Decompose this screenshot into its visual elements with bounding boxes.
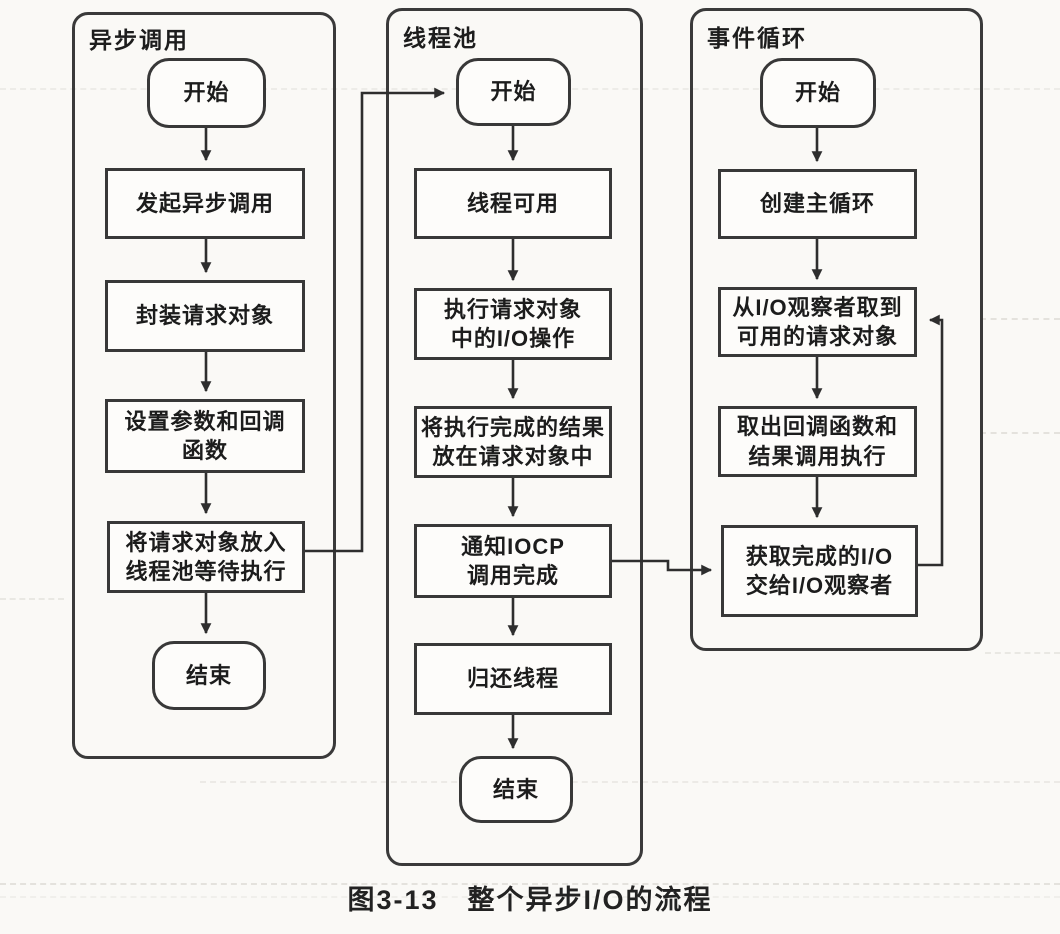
figure-caption: 图3-13 整个异步I/O的流程 [347,885,713,915]
node-invoke-callback: 取出回调函数和 结果调用执行 [718,406,917,477]
group-title: 事件循环 [707,25,807,51]
node-start-threadpool: 开始 [456,58,571,126]
node-initiate-async-call: 发起异步调用 [105,168,305,239]
scan-artifact-line [0,883,1060,885]
scan-artifact-line [985,652,1060,654]
node-get-request-from-observer: 从I/O观察者取到 可用的请求对象 [718,287,917,357]
node-wrap-request-object: 封装请求对象 [105,280,305,352]
node-thread-available: 线程可用 [414,168,612,239]
node-notify-iocp: 通知IOCP 调用完成 [414,524,612,598]
node-end-threadpool: 结束 [459,756,573,823]
node-create-main-loop: 创建主循环 [718,169,917,239]
scan-artifact-line [0,598,64,600]
node-end-async: 结束 [152,641,266,710]
scan-artifact-line [200,781,1060,783]
node-start-async: 开始 [147,58,266,128]
node-set-params-callback: 设置参数和回调 函数 [105,399,305,473]
node-put-request-in-pool: 将请求对象放入 线程池等待执行 [107,521,305,593]
node-return-thread: 归还线程 [414,643,612,715]
node-start-eventloop: 开始 [760,58,876,128]
node-store-result: 将执行完成的结果 放在请求对象中 [414,406,612,478]
scan-artifact-line [980,432,1060,434]
group-event-loop: 事件循环 [690,8,983,651]
node-hand-io-to-observer: 获取完成的I/O 交给I/O观察者 [721,525,918,617]
group-title: 线程池 [403,25,478,51]
scan-artifact-line [980,318,1060,320]
group-title: 异步调用 [89,27,189,53]
scan-artifact-line [0,896,1060,898]
node-execute-io: 执行请求对象 中的I/O操作 [414,288,612,360]
